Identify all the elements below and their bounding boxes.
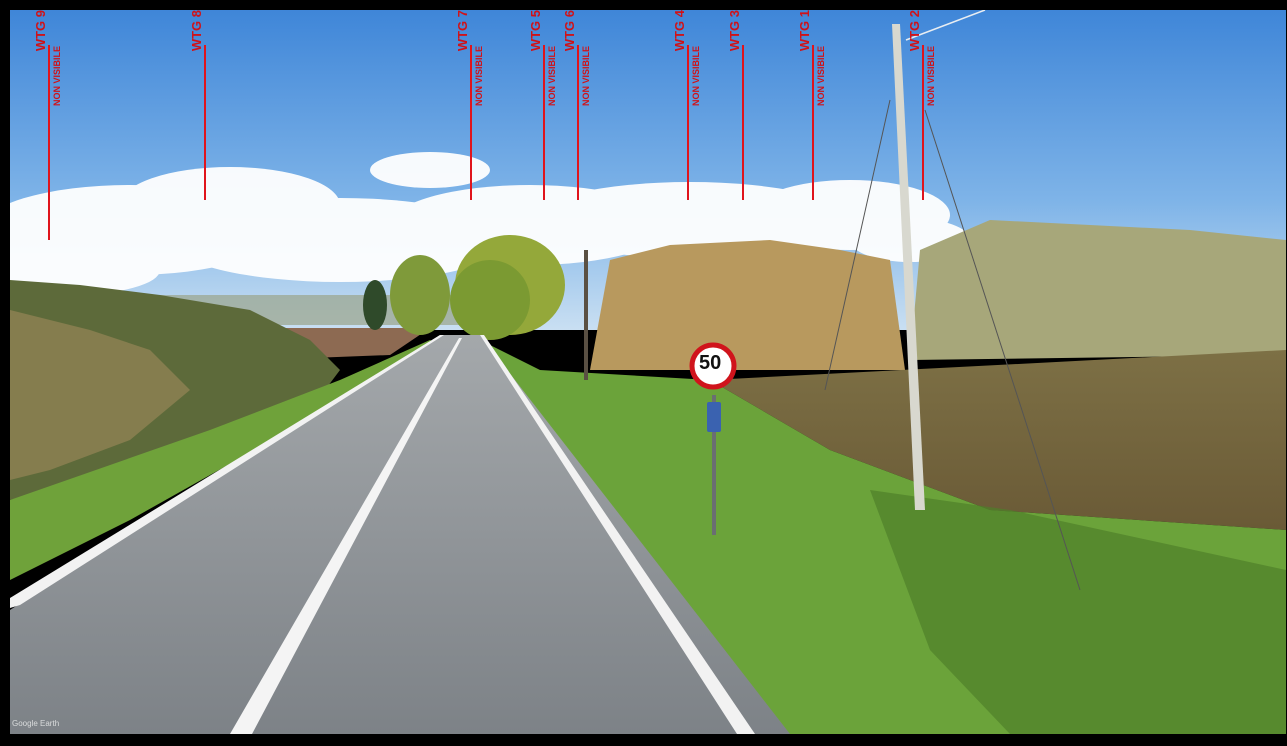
speed-limit-sign <box>689 342 737 390</box>
marker-label: WTG 1 <box>797 10 812 52</box>
turbine-marker-wtg8: WTG 8 <box>189 10 264 250</box>
clouds <box>10 152 970 295</box>
turbine-marker-wtg3: WTG 3 <box>727 10 802 250</box>
marker-label: WTG 9 <box>33 10 48 52</box>
turbine-marker-wtg1: WTG 1 NON VISIBILE <box>797 10 872 250</box>
photo-frame: 50 WTG 9 NON VISIBILE WTG 8 WTG 7 NON VI… <box>10 10 1286 734</box>
marker-sublabel: NON VISIBILE <box>691 46 701 107</box>
marker-sublabel: NON VISIBILE <box>52 46 62 107</box>
marker-line <box>742 45 744 200</box>
marker-label: WTG 8 <box>189 10 204 52</box>
turbine-marker-wtg9: WTG 9 NON VISIBILE <box>33 10 108 250</box>
turbine-marker-wtg2: WTG 2 NON VISIBILE <box>907 10 982 250</box>
marker-line <box>48 45 50 240</box>
marker-sublabel: NON VISIBILE <box>581 46 591 107</box>
landscape-photo <box>10 10 1286 734</box>
marker-sublabel: NON VISIBILE <box>547 46 557 107</box>
marker-label: WTG 5 <box>528 10 543 52</box>
marker-label: WTG 6 <box>562 10 577 52</box>
turbine-marker-wtg5: WTG 5 NON VISIBILE <box>528 10 603 250</box>
marker-label: WTG 3 <box>727 10 742 52</box>
turbine-marker-wtg7: WTG 7 NON VISIBILE <box>455 10 530 250</box>
marker-line <box>687 45 689 200</box>
marker-sublabel: NON VISIBILE <box>926 46 936 107</box>
road <box>10 335 790 734</box>
marker-sublabel: NON VISIBILE <box>816 46 826 107</box>
utility-pole <box>892 24 925 510</box>
turbine-marker-wtg4: WTG 4 NON VISIBILE <box>672 10 747 250</box>
marker-label: WTG 7 <box>455 10 470 52</box>
marker-line <box>812 45 814 200</box>
marker-sublabel: NON VISIBILE <box>474 46 484 107</box>
marker-line <box>543 45 545 200</box>
turbine-marker-wtg6: WTG 6 NON VISIBILE <box>562 10 637 250</box>
marker-line <box>204 45 206 200</box>
marker-line <box>922 45 924 200</box>
marker-label: WTG 4 <box>672 10 687 52</box>
marker-line <box>470 45 472 200</box>
speed-limit-value: 50 <box>699 352 722 374</box>
image-credit: Google Earth <box>12 719 60 728</box>
marker-line <box>577 45 579 200</box>
marker-label: WTG 2 <box>907 10 922 52</box>
